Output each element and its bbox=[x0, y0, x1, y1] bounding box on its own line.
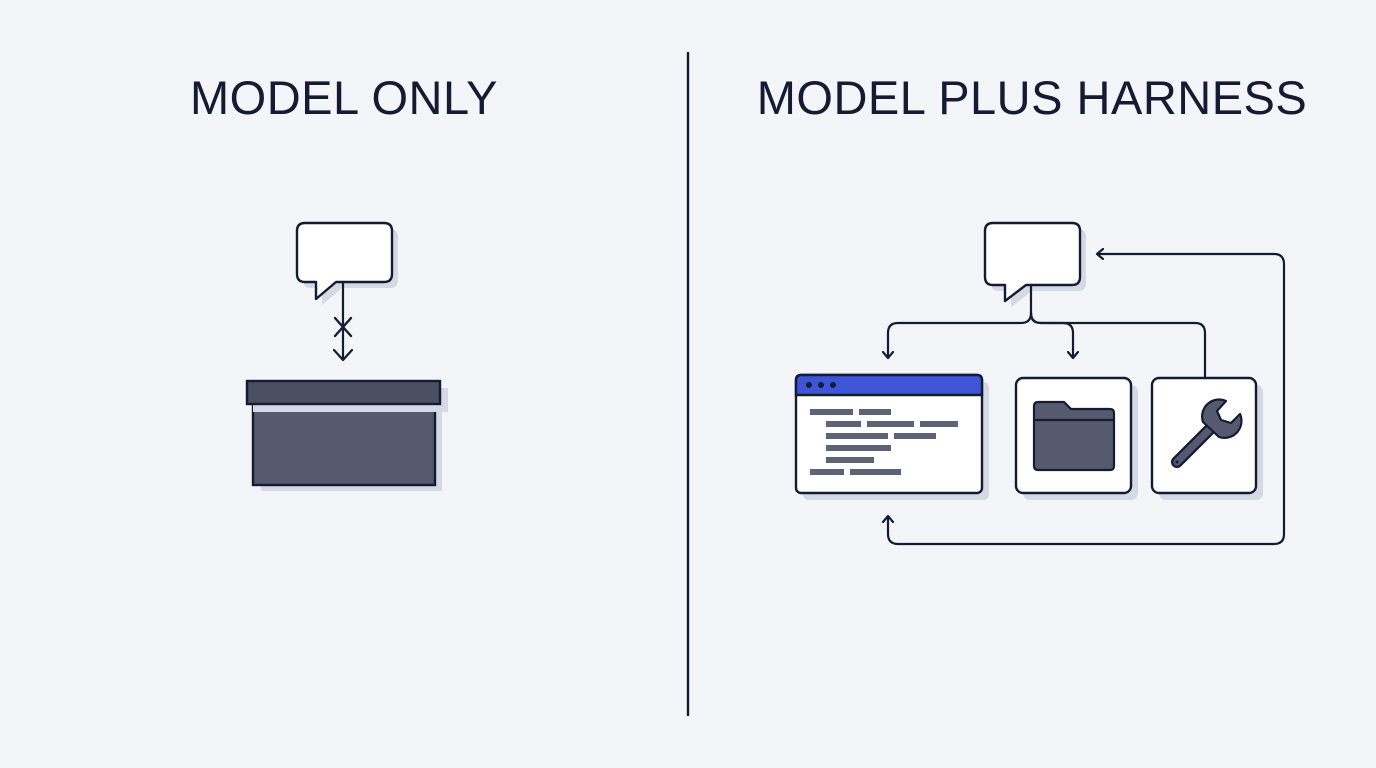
model-plus-harness-panel bbox=[794, 221, 1286, 546]
model-only-panel bbox=[245, 221, 448, 491]
wrench-icon bbox=[1171, 398, 1243, 468]
x-mark-icon bbox=[333, 316, 353, 338]
window-dot bbox=[830, 382, 836, 388]
speech-bubble-icon bbox=[295, 221, 398, 305]
wrench-card bbox=[1150, 376, 1263, 500]
model-only-title: MODEL ONLY bbox=[190, 71, 498, 124]
code-window-icon bbox=[794, 373, 989, 500]
window-dot bbox=[818, 382, 824, 388]
folder-card bbox=[1014, 376, 1138, 500]
connector-from-wrench bbox=[1029, 311, 1207, 380]
connector-to-folder bbox=[1029, 311, 1073, 357]
box-icon bbox=[245, 379, 448, 491]
speech-bubble-icon-harness bbox=[983, 221, 1086, 307]
model-plus-harness-title: MODEL PLUS HARNESS bbox=[756, 71, 1308, 124]
branch-connectors bbox=[888, 283, 1207, 380]
window-dot bbox=[806, 382, 812, 388]
connector-to-terminal bbox=[888, 311, 1033, 357]
feedback-loop bbox=[888, 254, 1286, 546]
folder-icon bbox=[1032, 400, 1116, 472]
code-lines bbox=[810, 409, 958, 475]
loop-to-terminal bbox=[888, 254, 1286, 546]
blocked-arrow bbox=[332, 280, 354, 362]
